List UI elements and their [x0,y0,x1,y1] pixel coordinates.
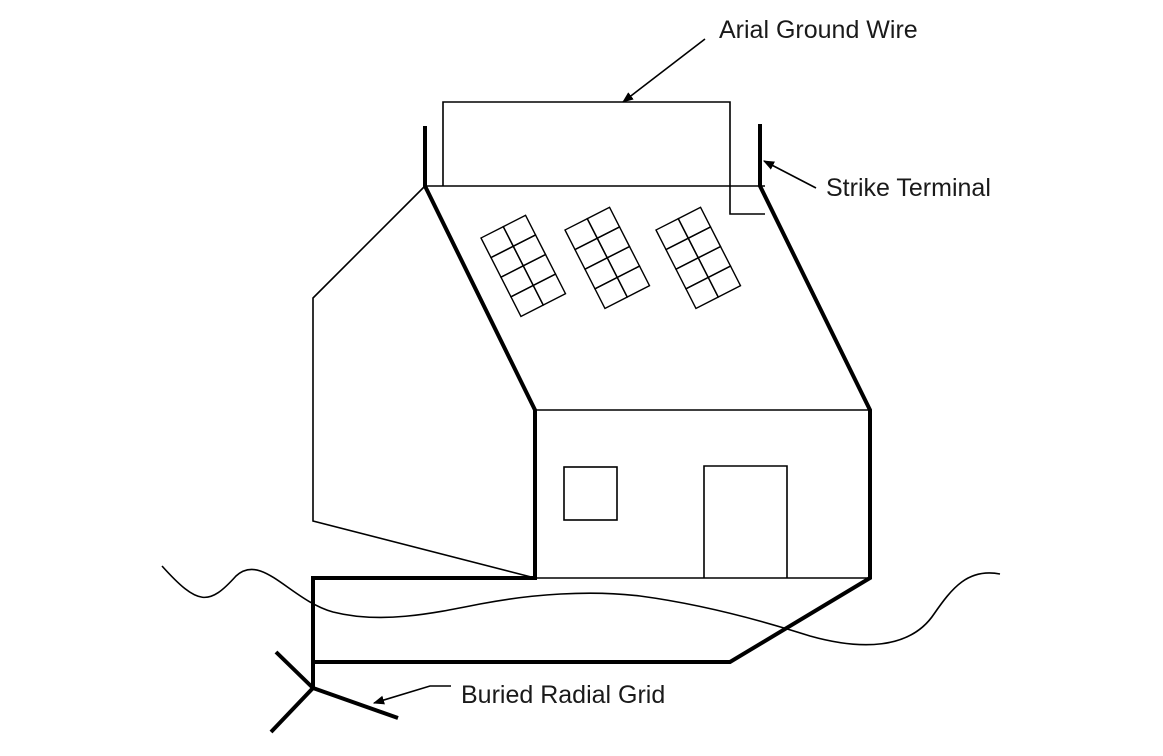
house-window [563,466,618,521]
solar-panel-cell [512,233,547,267]
solar-panel-cell [677,206,712,240]
aerial-ground-wire-arrow [622,38,706,103]
solar-panel-cell [564,217,599,251]
ground-surface-line [161,565,1001,646]
strike-terminal-left [311,126,537,662]
down-conductors [269,124,872,734]
buried-radial-grid-label: Buried Radial Grid [461,681,665,709]
solar-panel-cell [616,265,651,299]
solar-panel-cell [500,264,535,298]
solar-panel-cell [594,276,629,310]
strike-terminal-label: Strike Terminal [826,174,991,202]
house-left-side [312,185,536,579]
solar-panel-cell [707,265,742,299]
solar-panel [480,214,567,318]
solar-panel [655,206,742,310]
solar-panel-cell [687,225,722,259]
solar-panel-cell [697,245,732,279]
solar-panel-cell [532,273,567,307]
strike-terminal-right [313,124,872,664]
solar-panels [480,206,742,318]
radial-grid-branch-right [312,686,399,720]
solar-panel-cell [655,217,690,251]
house-door [703,465,788,578]
buried-radial-grid-arrow [372,685,451,705]
solar-panel-cell [522,253,557,287]
house-outline [312,185,870,579]
solar-panel-cell [584,256,619,290]
aerial-ground-wire [442,101,765,215]
radial-grid-branch-down [269,686,315,734]
solar-panel-cell [665,237,700,271]
solar-panel-cell [596,225,631,259]
solar-panel-cell [510,284,545,318]
strike-terminal-arrow [763,160,817,189]
solar-panel-cell [586,206,621,240]
aerial-ground-wire-label: Arial Ground Wire [719,16,918,44]
solar-panel-cell [480,225,515,259]
solar-panel [564,206,651,310]
solar-panel-cell [574,237,609,271]
solar-panel-cell [685,276,720,310]
solar-panel-cell [675,256,710,290]
solar-panel-cell [606,245,641,279]
radial-grid-branch-up [274,650,315,690]
solar-panel-cell [490,245,525,279]
solar-panel-cell [502,214,537,248]
